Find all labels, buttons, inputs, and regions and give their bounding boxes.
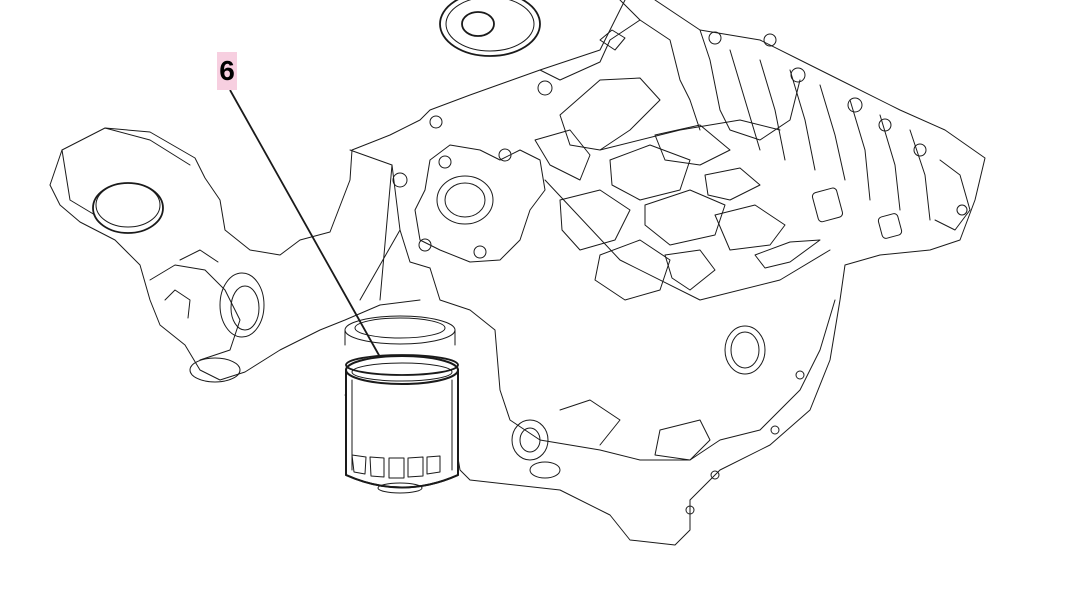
drain-boss — [511, 325, 805, 515]
mounting-flange — [392, 80, 553, 263]
baffle-mesh — [534, 77, 831, 301]
callout-label-6: 6 — [217, 52, 237, 90]
gasket-ring — [439, 0, 541, 57]
oil-sump-body — [49, 0, 986, 546]
rib-section — [599, 29, 971, 239]
filter-seat — [344, 315, 456, 346]
callout-leader-line — [229, 89, 381, 358]
oil-filter — [345, 354, 459, 494]
